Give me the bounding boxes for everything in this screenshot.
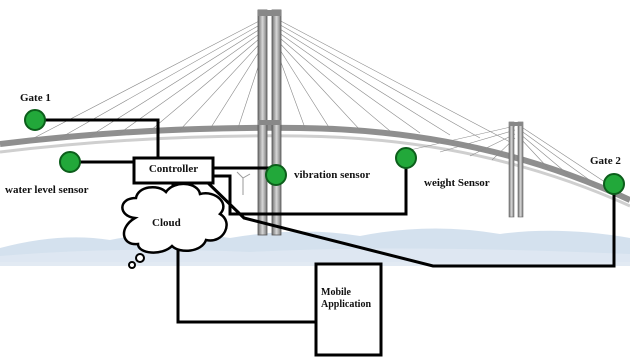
wire-cloud-mobile: [176, 248, 316, 324]
mobile-application-label-line1: Mobile: [321, 287, 351, 298]
controller-box: [132, 156, 215, 185]
weight-sensor-icon: [395, 147, 417, 169]
wire-controller-gate2: [203, 178, 616, 268]
controller-label: Controller: [148, 163, 199, 175]
water-background: [0, 228, 630, 266]
bridge-deck: [0, 124, 630, 208]
cloud-shape: [121, 182, 228, 269]
water-level-sensor-label: water level sensor: [5, 184, 89, 196]
sensor-nodes: [24, 109, 625, 195]
main-tower: [257, 9, 282, 236]
mobile-application-label-line2: Application: [321, 299, 372, 310]
gate1-sensor-icon: [24, 109, 46, 131]
gate2-label: Gate 2: [590, 155, 621, 167]
gate1-label: Gate 1: [20, 92, 51, 104]
wind-turbines: [236, 171, 251, 195]
wire-gate1-controller: [35, 118, 160, 158]
weight-sensor-label: weight Sensor: [424, 177, 490, 189]
water-level-sensor-icon: [59, 151, 81, 173]
wire-controller-weight-sensor: [213, 158, 408, 216]
cloud-label: Cloud: [152, 217, 181, 229]
vibration-sensor-icon: [265, 164, 287, 186]
secondary-tower: [508, 121, 524, 218]
bridge-cables: [29, 17, 621, 193]
mobile-application-box: [314, 262, 383, 357]
gate2-sensor-icon: [603, 173, 625, 195]
vibration-sensor-label: vibration sensor: [294, 169, 371, 181]
